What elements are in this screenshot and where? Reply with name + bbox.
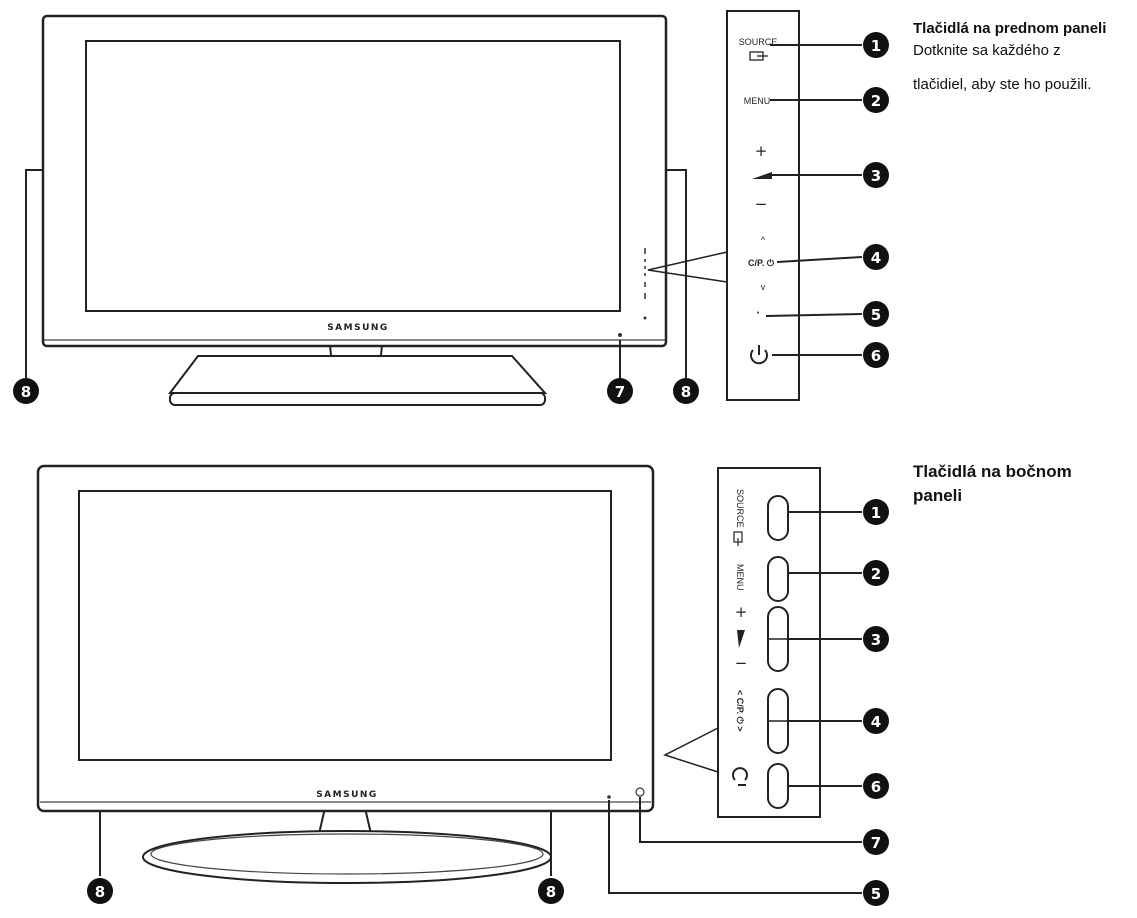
svg-text:8: 8	[546, 883, 556, 901]
side-tv-indicator	[607, 795, 611, 799]
front-panel-channel-power: C/P. ⏻	[748, 258, 775, 268]
front-panel-source-label: SOURCE	[739, 37, 778, 47]
callout-badge-5: 5	[863, 880, 889, 906]
side-panel-heading-line1: Tlačidlá na bočnom	[913, 462, 1072, 481]
svg-text:2: 2	[871, 92, 881, 110]
callout-badge-6: 6	[863, 773, 889, 799]
front-panel-menu-label: MENU	[744, 96, 771, 106]
side-panel-volume-minus: −	[735, 654, 748, 672]
side-tv-sensor-icon	[635, 787, 645, 797]
power-icon	[750, 345, 768, 365]
svg-text:7: 7	[615, 383, 625, 401]
callout-badge-8: 8	[673, 378, 699, 404]
front-panel-heading: Tlačidlá na prednom paneli	[913, 20, 1107, 37]
side-panel-menu-label: MENU	[735, 564, 745, 591]
volume-wedge-icon	[752, 172, 772, 179]
svg-text:5: 5	[871, 885, 881, 903]
callout-badge-6: 6	[863, 342, 889, 368]
side-power-button[interactable]	[767, 763, 789, 809]
front-tv-sensor	[618, 333, 622, 337]
front-panel-channel-up: ^	[761, 235, 766, 245]
side-tv-stand-base-inner	[150, 833, 544, 875]
front-tv-screen	[85, 40, 621, 312]
front-tv-stand-base-edge	[169, 392, 546, 406]
front-panel-volume-minus: −	[755, 195, 768, 213]
side-tv-brand: SAMSUNG	[316, 790, 378, 800]
side-panel-heading-line2: paneli	[913, 486, 963, 505]
callout-badge-8: 8	[538, 878, 564, 904]
front-panel-dot: ·	[756, 304, 761, 322]
svg-text:1: 1	[871, 504, 881, 522]
side-panel-volume-plus: +	[735, 603, 748, 621]
callout-badge-7: 7	[607, 378, 633, 404]
callout-badge-5: 5	[863, 301, 889, 327]
callout-badge-3: 3	[863, 626, 889, 652]
front-panel-box: SOURCE MENU + − ^ C/P. ⏻ v ·	[647, 10, 863, 401]
callout-badge-4: 4	[863, 708, 889, 734]
svg-text:2: 2	[871, 565, 881, 583]
callout-badge-2: 2	[863, 560, 889, 586]
callout-badge-7: 7	[863, 829, 889, 855]
callout-badge-1: 1	[863, 32, 889, 58]
svg-text:8: 8	[21, 383, 31, 401]
side-tv: SAMSUNG	[36, 464, 655, 884]
side-source-button[interactable]	[767, 495, 789, 541]
callout-badge-8: 8	[87, 878, 113, 904]
power-icon	[732, 767, 748, 786]
side-panel-box: SOURCE MENU + − < C/P. ⏻ >	[663, 467, 862, 818]
callout-badge-3: 3	[863, 162, 889, 188]
svg-text:4: 4	[871, 713, 881, 731]
svg-text:4: 4	[871, 249, 881, 267]
front-tv-bezel-controls	[643, 248, 647, 320]
side-panel-pointer	[663, 727, 719, 773]
volume-wedge-icon	[737, 630, 745, 648]
front-panel-channel-down: v	[761, 282, 766, 292]
svg-text:5: 5	[871, 306, 881, 324]
front-panel-volume-plus: +	[755, 142, 768, 160]
svg-text:3: 3	[871, 631, 881, 649]
side-tv-stand-base	[142, 830, 552, 884]
svg-text:3: 3	[871, 167, 881, 185]
front-tv: SAMSUNG	[41, 14, 668, 406]
side-menu-button[interactable]	[767, 556, 789, 602]
callout-badge-1: 1	[863, 499, 889, 525]
side-panel-source-label: SOURCE	[735, 489, 745, 528]
svg-text:6: 6	[871, 347, 881, 365]
front-panel-description-line1: Dotknite sa každého z	[913, 42, 1061, 59]
callout-badge-4: 4	[863, 244, 889, 270]
svg-text:6: 6	[871, 778, 881, 796]
callout-badge-2: 2	[863, 87, 889, 113]
front-panel-pointer	[647, 251, 728, 283]
side-panel-channel-label: < C/P. ⏻ >	[735, 690, 745, 731]
side-tv-screen	[78, 490, 612, 761]
svg-text:8: 8	[95, 883, 105, 901]
callout-badge-8: 8	[13, 378, 39, 404]
svg-text:8: 8	[681, 383, 691, 401]
front-panel-description-line2: tlačidiel, aby ste ho použili.	[913, 76, 1092, 93]
svg-text:7: 7	[871, 834, 881, 852]
front-tv-stand-base	[167, 355, 548, 394]
front-tv-brand: SAMSUNG	[327, 323, 389, 333]
source-input-icon	[749, 51, 768, 61]
svg-text:1: 1	[871, 37, 881, 55]
source-input-icon	[733, 531, 743, 546]
